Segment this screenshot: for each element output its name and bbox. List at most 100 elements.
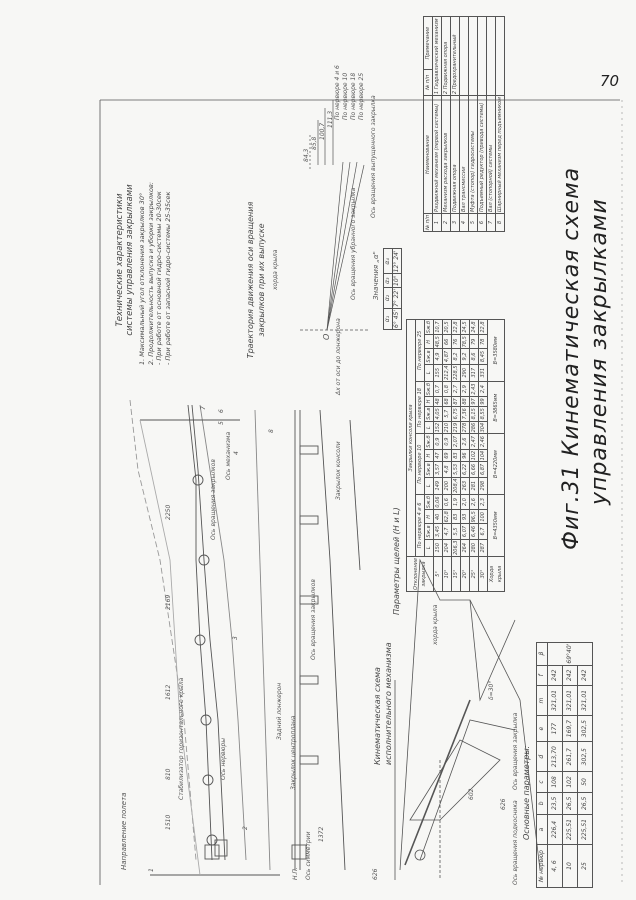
table-cell: 286: [469, 421, 479, 434]
table-cell: 6,46: [469, 523, 479, 540]
table-cell: 210: [442, 421, 452, 434]
basic-params-header: № нервюр: [536, 844, 548, 888]
table-cell: 40: [433, 509, 443, 524]
part-number: 4: [233, 451, 240, 455]
slot-subgroup-header: По нервюре 10: [415, 433, 425, 495]
table-cell: 76: [451, 334, 461, 349]
component-number: 6: [477, 213, 487, 232]
table-cell: 2,46: [478, 433, 488, 450]
table-cell: 290: [460, 364, 470, 382]
beta-value: 69°40': [547, 642, 593, 666]
table-cell: 3,45: [433, 523, 443, 540]
table-cell: 87: [451, 396, 461, 407]
trajectory-title: Траектория движения оси вращения закрылк…: [245, 175, 267, 385]
table-cell: 6,75: [451, 406, 461, 422]
table-cell: 242: [547, 665, 563, 686]
slot-col-header: Sж.б: [424, 319, 434, 335]
slot-col-header: Sж.в: [424, 348, 434, 365]
trajectory-chord-label: хорда крыла: [272, 249, 279, 290]
table-cell: 24,8: [469, 319, 479, 335]
table-cell: 22,8: [451, 319, 461, 335]
table-cell: 10: [562, 844, 578, 888]
kinematic-chord-label: хорда крыла: [432, 604, 439, 645]
table-cell: 302,5: [577, 741, 593, 772]
basic-params-header: e: [536, 715, 548, 742]
table-cell: 24,5: [460, 319, 470, 335]
table-cell: 83: [451, 509, 461, 524]
empty-cell: [459, 16, 469, 96]
component-number: 8: [495, 213, 505, 232]
table-cell: 20°: [460, 556, 470, 592]
table-cell: 2,43: [469, 381, 479, 397]
origin-label: O: [322, 333, 331, 340]
table-cell: 96: [460, 449, 470, 462]
trajectory-title-1: Траектория движения оси вращения: [246, 201, 255, 359]
table-cell: 22,8: [478, 319, 488, 335]
basic-params-header: a: [536, 814, 548, 845]
dim-label: 626: [372, 868, 379, 880]
basic-params-header: b: [536, 792, 548, 815]
table-cell: 5,5: [451, 523, 461, 540]
table-cell: 2,07: [451, 433, 461, 450]
slot-col-header: H: [424, 396, 434, 407]
slot-col-header: L: [424, 477, 434, 495]
component-name: Вал трансмиссии: [459, 95, 469, 214]
table-cell: 264: [460, 539, 470, 557]
table-cell: 0,9: [442, 433, 452, 450]
table-cell: 177: [547, 715, 563, 742]
table-cell: 2,3: [478, 494, 488, 510]
table-cell: 204: [442, 539, 452, 557]
table-cell: 321,01: [547, 685, 563, 716]
dim-label: 84,3: [303, 148, 310, 162]
table-cell: 8,45: [478, 348, 488, 365]
component-number: 7: [486, 213, 496, 232]
table-cell: 79: [469, 334, 479, 349]
tech-item: 2. Продолжительность выпуска и уборки за…: [146, 182, 155, 365]
table-cell: 150: [433, 539, 443, 557]
table-cell: 48,5: [433, 334, 443, 349]
part-number: 5: [218, 421, 225, 425]
table-cell: 4,87: [442, 348, 452, 365]
table-cell: 97: [469, 396, 479, 407]
tech-heading-1: Технические характеристики: [115, 193, 125, 327]
table-cell: 6,07: [460, 523, 470, 540]
table-cell: 0,9: [433, 433, 443, 450]
dim-label: 85,8: [311, 136, 318, 150]
kinematic-angle-label: δ=30°: [488, 680, 495, 700]
basic-params-header: c: [536, 771, 548, 793]
table-cell: 2,6: [460, 433, 470, 450]
table-cell: 6,87: [478, 461, 488, 478]
component-number: 1: [432, 213, 442, 232]
axis-outer-label: Ось вращения выпущенного закрылка: [370, 95, 377, 218]
kinematic-title-2: исполнительного механизма: [384, 642, 393, 765]
component-name: Подъемный редуктор (привода системы): [477, 95, 487, 214]
dim-label: 2169: [165, 594, 172, 610]
component-name: Шарнирный механизм перед подъемником: [495, 95, 505, 214]
component-number: 4: [459, 213, 469, 232]
trajectory-distance-label: Δх от оси до лонжерона: [335, 318, 342, 395]
table-cell: 99: [478, 396, 488, 407]
part-number: 1: [148, 868, 155, 872]
table-cell: 68: [442, 396, 452, 407]
flap-rot-axis-label: Ось вращения закрылков: [310, 579, 317, 660]
empty-cell: [486, 16, 496, 96]
table-cell: 50: [577, 771, 593, 793]
table-cell: 2,4: [478, 381, 488, 397]
dim-label: 1612: [165, 684, 172, 700]
table-cell: 93: [460, 509, 470, 524]
table-cell: 228,5: [451, 364, 461, 382]
table-cell: 152: [433, 421, 443, 434]
table-cell: 0,7: [433, 381, 443, 397]
component-name: Муфта (стопор) гидросистемы: [468, 95, 478, 214]
kinematic-axis2-label: Ось вращения подкосника: [512, 800, 519, 885]
table-cell: 83: [451, 449, 461, 462]
table-cell: 225,51: [562, 814, 578, 845]
table-cell: 2,0: [460, 494, 470, 510]
table-cell: 9,2: [460, 348, 470, 365]
tail-label: Стабилизатор горизонтального крыла: [178, 677, 185, 800]
